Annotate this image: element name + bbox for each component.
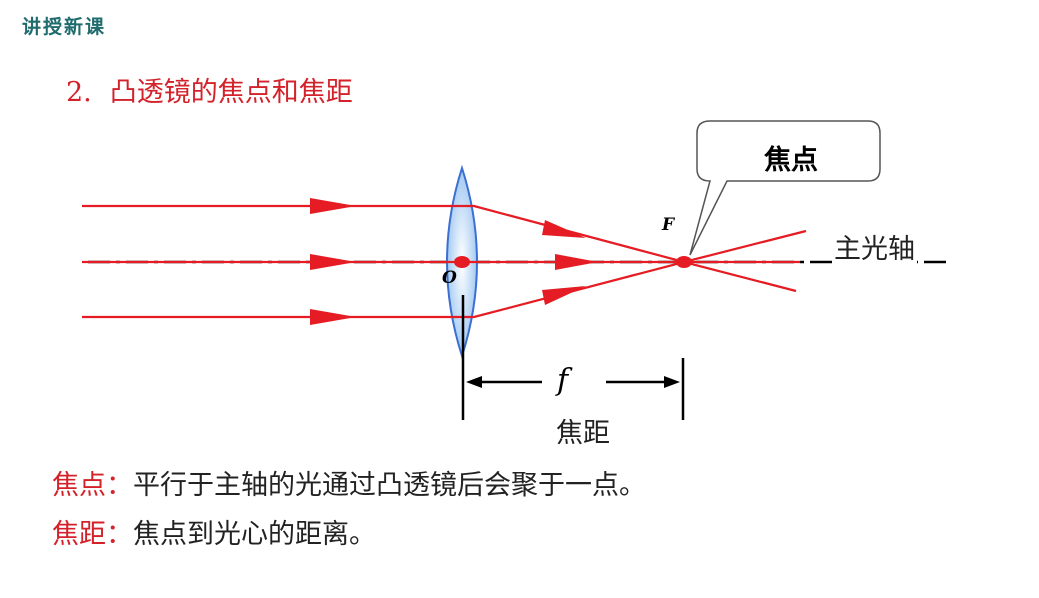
focus-point-label: F xyxy=(662,215,675,235)
definition-focus: 焦点：平行于主轴的光通过凸透镜后会聚于一点。 xyxy=(52,463,646,502)
focal-length-symbol: f xyxy=(557,363,569,398)
arrowhead-left xyxy=(466,376,482,388)
ray-arrow xyxy=(310,198,356,214)
focus-dot xyxy=(676,256,692,268)
section-number: 2. xyxy=(66,77,92,108)
ray-top xyxy=(82,204,807,264)
focal-length-label: 焦距 xyxy=(556,418,610,449)
definition-separator: ： xyxy=(106,470,133,501)
arrowhead-right xyxy=(664,376,680,388)
ray-arrow xyxy=(310,254,356,270)
definition-text: 焦点到光心的距离。 xyxy=(133,519,376,550)
ray-arrow xyxy=(542,220,586,238)
definition-term: 焦距 xyxy=(52,519,106,550)
optical-center-label: O xyxy=(442,268,457,288)
section-title: 2. 凸透镜的焦点和焦距 xyxy=(66,70,353,109)
ray-bottom xyxy=(82,260,797,319)
ray-arrow xyxy=(542,286,586,305)
ray-arrow xyxy=(555,254,598,270)
optical-center-dot xyxy=(454,256,470,268)
definition-text: 平行于主轴的光通过凸透镜后会聚于一点。 xyxy=(133,470,646,501)
section-title-text: 凸透镜的焦点和焦距 xyxy=(109,77,353,108)
ray-arrow xyxy=(310,309,356,325)
definition-focal-length: 焦距：焦点到光心的距离。 xyxy=(52,512,376,551)
principal-axis-label: 主光轴 xyxy=(832,227,917,266)
focus-callout-bubble xyxy=(689,120,881,256)
definition-term: 焦点 xyxy=(52,470,106,501)
lesson-tag: 讲授新课 xyxy=(22,16,107,38)
definition-separator: ： xyxy=(106,519,133,550)
focus-callout-text: 焦点 xyxy=(764,145,818,176)
